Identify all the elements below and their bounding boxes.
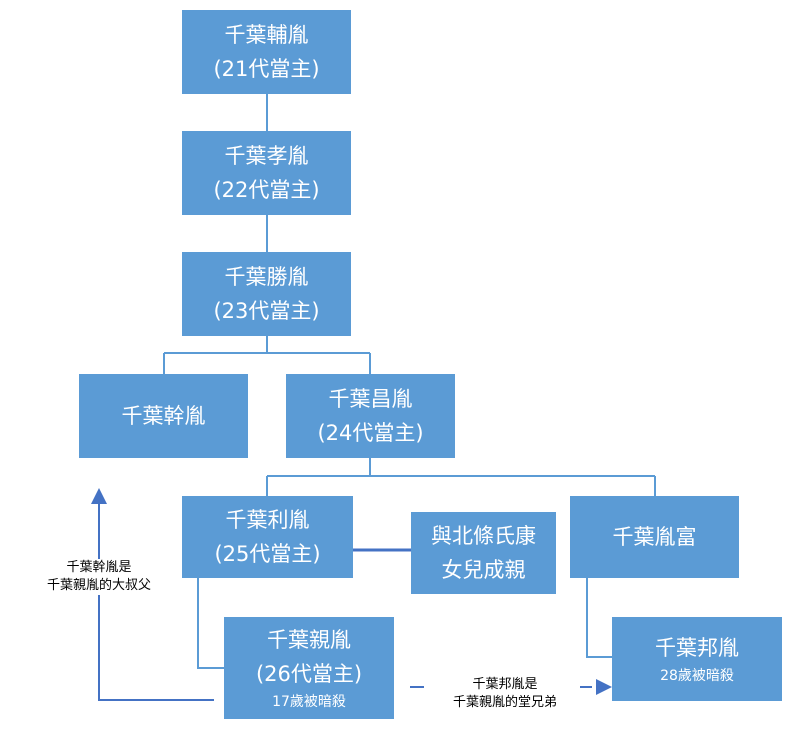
node-chiba-tanetomi: 千葉胤富: [570, 496, 739, 578]
node-chiba-takatane: 千葉孝胤 (22代當主): [182, 131, 351, 215]
node-name: 千葉勝胤: [224, 265, 309, 289]
line-tanetomi-kunitane: [586, 578, 612, 658]
node-generation: (22代當主): [213, 178, 320, 202]
node-chiba-masatane: 千葉昌胤 (24代當主): [286, 374, 455, 458]
node-name: 千葉輔胤: [224, 23, 309, 47]
node-name: 千葉昌胤: [328, 387, 413, 411]
node-name: 千葉邦胤: [655, 636, 739, 660]
annotation-line-2: 千葉親胤的大叔父: [46, 578, 151, 593]
node-chiba-katsutane: 千葉勝胤 (23代當主): [182, 252, 351, 336]
node-spouse: 與北條氏康 女兒成親: [411, 512, 556, 594]
node-generation: (23代當主): [213, 299, 320, 323]
node-chiba-chikatane: 千葉親胤 (26代當主) 17歲被暗殺: [224, 617, 394, 719]
annotation-line-1: 千葉邦胤是: [472, 677, 538, 692]
spouse-line-1: 與北條氏康: [431, 524, 536, 548]
node-chiba-kunitane: 千葉邦胤 28歲被暗殺: [612, 617, 782, 701]
node-name: 千葉幹胤: [121, 404, 206, 428]
node-chiba-mototane: 千葉幹胤: [79, 374, 248, 458]
annotation-mototane: 千葉幹胤是 千葉親胤的大叔父: [24, 559, 174, 595]
spouse-line-2: 女兒成親: [441, 558, 526, 582]
node-generation: (21代當主): [213, 57, 320, 81]
node-name: 千葉利胤: [225, 508, 310, 532]
line-25-26: [197, 578, 224, 669]
node-chiba-toshitane: 千葉利胤 (25代當主): [182, 496, 353, 578]
node-chiba-fusatane: 千葉輔胤 (21代當主): [182, 10, 351, 94]
node-name: 千葉親胤: [267, 628, 351, 652]
node-name: 千葉胤富: [612, 525, 697, 549]
annotation-line-2: 千葉親胤的堂兄弟: [452, 695, 557, 710]
annotation-line-1: 千葉幹胤是: [66, 560, 132, 575]
node-generation: (25代當主): [214, 542, 321, 566]
node-generation: (24代當主): [317, 421, 424, 445]
node-generation: (26代當主): [255, 662, 363, 686]
node-note: 17歲被暗殺: [272, 694, 346, 710]
node-note: 28歲被暗殺: [660, 668, 734, 684]
node-name: 千葉孝胤: [224, 144, 309, 168]
annotation-kunitane: 千葉邦胤是 千葉親胤的堂兄弟: [430, 676, 580, 712]
